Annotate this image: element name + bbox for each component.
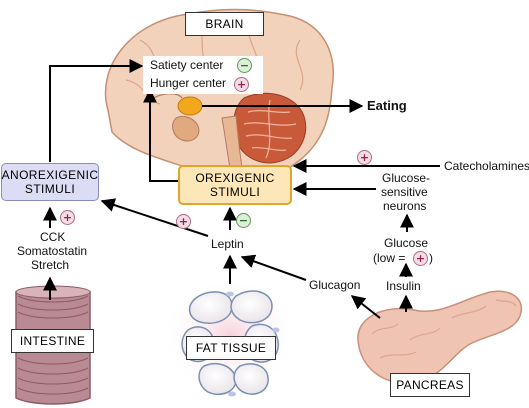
hunger-center-label: Hunger center bbox=[150, 76, 227, 90]
intestine-label: INTESTINE bbox=[19, 334, 86, 348]
glucagon-label: Glucagon bbox=[309, 278, 361, 292]
glucose-low-suffix: ) bbox=[429, 251, 433, 265]
satiety-minus-icon: − bbox=[237, 58, 252, 73]
anorexigenic-line2: STIMULI bbox=[24, 182, 76, 196]
leptin-minus-icon: − bbox=[236, 213, 251, 228]
cck-label: CCK bbox=[40, 230, 66, 244]
fat-tissue-illustration bbox=[160, 277, 300, 397]
pancreas-label: PANCREAS bbox=[396, 378, 464, 392]
anorexigenic-line1: ANOREXIGENIC bbox=[1, 168, 99, 182]
arrow-anorexigenic-to-satiety bbox=[49, 59, 144, 162]
hypothalamus bbox=[177, 96, 203, 116]
eating-label: Eating bbox=[367, 98, 407, 113]
arrow-pancreas-to-glucagon bbox=[350, 295, 381, 319]
arrow-orexigenic-to-hunger bbox=[143, 88, 178, 182]
hunger-plus-icon: + bbox=[234, 77, 249, 92]
catecholamines-plus-icon: + bbox=[357, 150, 372, 165]
arrow-glucagon-to-leptin bbox=[240, 254, 307, 281]
brain-illustration bbox=[104, 8, 334, 184]
glucose-low-plus-icon: + bbox=[413, 251, 428, 266]
anorexigenic-stimuli-box: ANOREXIGENIC STIMULI bbox=[1, 163, 99, 201]
cck-plus-icon: + bbox=[60, 210, 75, 225]
fat-tissue-label: FAT TISSUE bbox=[195, 341, 267, 355]
brain-label-box: BRAIN bbox=[185, 12, 264, 36]
leptin-label: Leptin bbox=[211, 237, 244, 251]
intestine-label-box: INTESTINE bbox=[11, 329, 94, 353]
insulin-label: Insulin bbox=[386, 279, 421, 293]
glucose-sensitive-line2: sensitive bbox=[381, 185, 428, 199]
pancreas-illustration bbox=[357, 290, 523, 384]
glucose-sensitive-line1: Glucose- bbox=[382, 171, 431, 185]
stretch-label: Stretch bbox=[31, 258, 70, 272]
glucose-label: Glucose bbox=[384, 236, 429, 250]
satiety-center-label: Satiety center bbox=[150, 58, 224, 72]
connectors bbox=[43, 59, 440, 319]
glucose-sensitive-line3: neurons bbox=[383, 199, 427, 213]
orexigenic-stimuli-box: OREXIGENIC STIMULI bbox=[178, 165, 292, 205]
arrow-leptin-to-anorexigenic bbox=[100, 198, 209, 237]
glucose-low-prefix: (low = bbox=[373, 251, 406, 265]
catecholamines-label: Catecholamines bbox=[444, 159, 529, 173]
fat-tissue-label-box: FAT TISSUE bbox=[186, 336, 276, 360]
orexigenic-line2: STIMULI bbox=[209, 185, 261, 199]
brain-label: BRAIN bbox=[205, 17, 244, 31]
somatostatin-label: Somatostatin bbox=[17, 244, 88, 258]
pancreas-label-box: PANCREAS bbox=[390, 373, 470, 397]
leptin-plus-icon: + bbox=[176, 214, 191, 229]
orexigenic-line1: OREXIGENIC bbox=[195, 171, 275, 185]
